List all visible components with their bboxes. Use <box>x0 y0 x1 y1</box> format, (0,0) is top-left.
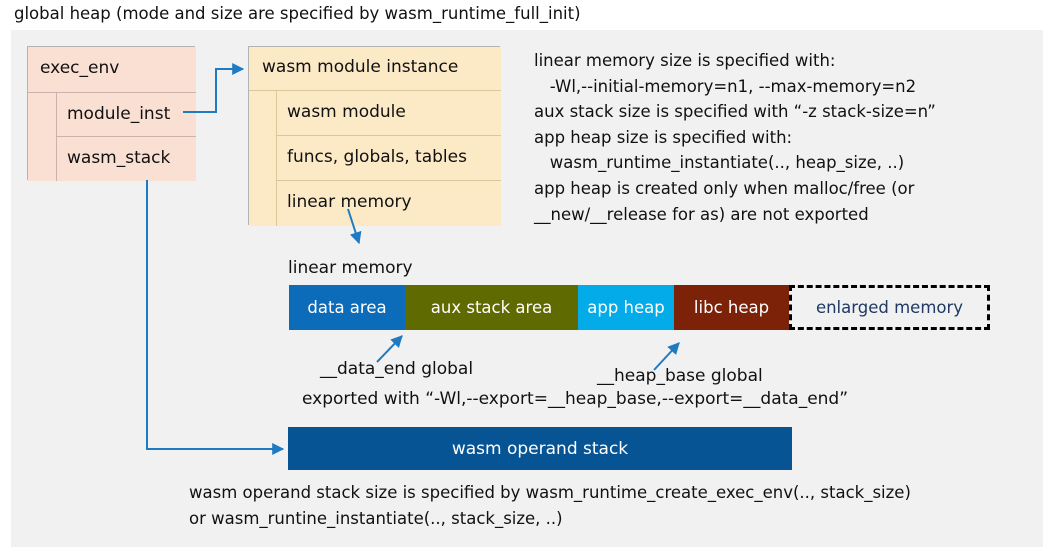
linear-memory-label: linear memory <box>288 258 413 278</box>
memory-segment-app-heap: app heap <box>578 285 674 330</box>
footer-note-line-2: or wasm_runtine_instantiate(.., stack_si… <box>189 509 563 528</box>
memory-segment-libc-heap: libc heap <box>674 285 789 330</box>
exported-with-label: exported with “-Wl,--export=__heap_base,… <box>302 389 849 409</box>
exec-env-header-label: exec_env <box>40 58 120 78</box>
module-instance-header: wasm module instance <box>249 47 501 91</box>
exec-env-row-module-inst: module_inst <box>57 93 196 137</box>
wasm-operand-stack-bar: wasm operand stack <box>288 427 792 470</box>
footer-note-line-1: wasm operand stack size is specified by … <box>189 483 911 502</box>
memory-segment-aux-stack-area: aux stack area <box>405 285 578 330</box>
note-line-1: linear memory size is specified with: <box>534 51 836 70</box>
data-end-global-label: __data_end global <box>320 359 474 379</box>
heap-base-global-label: __heap_base global <box>597 366 763 386</box>
exec-env-box: exec_env module_inst wasm_stack <box>27 46 196 181</box>
wasm-module-instance-box: wasm module instance wasm module funcs, … <box>248 46 501 226</box>
module-instance-gutter <box>249 91 277 226</box>
note-line-6: app heap is created only when malloc/fre… <box>534 178 915 198</box>
exec-env-gutter <box>28 93 57 181</box>
module-instance-header-label: wasm module instance <box>262 57 459 77</box>
exec-env-row-wasm-stack: wasm_stack <box>57 137 196 181</box>
page-title: global heap (mode and size are specified… <box>14 4 581 23</box>
funcs-globals-tables-label: funcs, globals, tables <box>287 147 467 167</box>
footer-note-block: wasm operand stack size is specified by … <box>189 480 1039 532</box>
memory-segment-data-area: data area <box>289 285 405 330</box>
linear-memory-bar: data area aux stack area app heap libc h… <box>289 285 990 330</box>
note-line-5: wasm_runtime_instantiate(.., heap_size, … <box>534 153 905 173</box>
module-instance-row-linear-memory: linear memory <box>277 181 501 226</box>
note-line-2: -Wl,--initial-memory=n1, --max-memory=n2 <box>534 76 917 96</box>
module-inst-label: module_inst <box>67 104 171 124</box>
note-line-4: app heap size is specified with: <box>534 127 793 147</box>
wasm-module-label: wasm module <box>287 102 406 122</box>
note-line-3: aux stack size is specified with “-z sta… <box>534 102 936 122</box>
memory-segment-enlarged-memory: enlarged memory <box>789 285 990 330</box>
module-instance-row-funcs-globals-tables: funcs, globals, tables <box>277 136 501 181</box>
note-line-7: __new/__release for as) are not exported <box>534 204 869 224</box>
linear-memory-row-label: linear memory <box>287 192 412 212</box>
wasm-operand-stack-label: wasm operand stack <box>451 438 629 459</box>
exec-env-header: exec_env <box>28 47 196 93</box>
notes-block: linear memory size is specified with: -W… <box>534 48 1044 227</box>
module-instance-row-wasm-module: wasm module <box>277 91 501 136</box>
wasm-stack-label: wasm_stack <box>67 148 171 168</box>
